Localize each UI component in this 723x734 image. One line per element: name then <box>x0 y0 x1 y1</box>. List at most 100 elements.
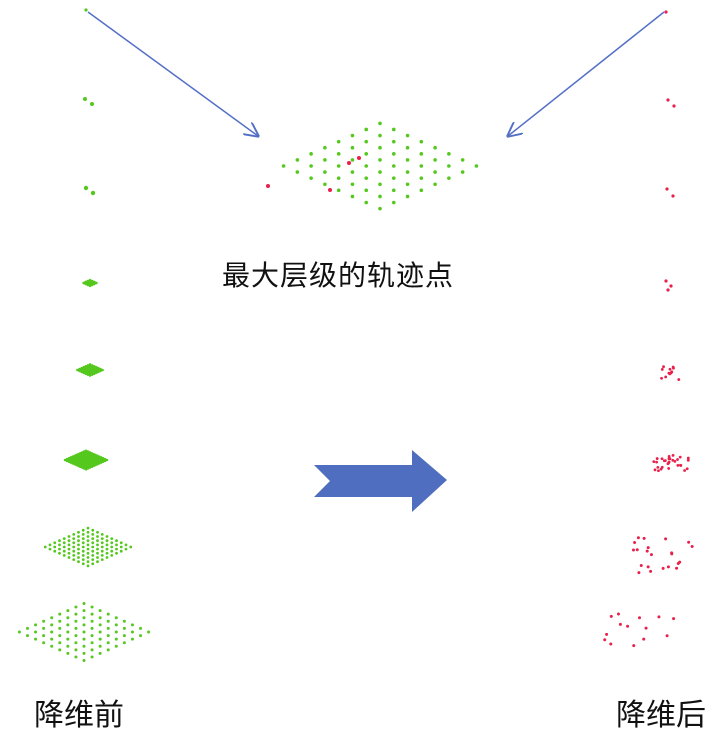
trajectory-point <box>67 543 71 547</box>
trajectory-point <box>668 367 672 371</box>
trajectory-point <box>84 370 88 374</box>
trajectory-point <box>667 467 671 470</box>
trajectory-point <box>646 546 650 550</box>
trajectory-point <box>72 545 76 549</box>
trajectory-point <box>115 551 118 555</box>
trajectory-point <box>671 458 675 462</box>
trajectory-point <box>419 152 424 156</box>
trajectory-point <box>91 533 95 536</box>
trajectory-point <box>378 194 382 199</box>
trajectory-point <box>86 539 90 543</box>
trajectory-point <box>645 549 649 553</box>
trajectory-point <box>62 549 66 553</box>
trajectory-point <box>106 634 110 638</box>
trajectory-point <box>677 378 681 381</box>
trajectory-point <box>58 634 62 638</box>
trajectory-point <box>378 145 382 150</box>
trajectory-point <box>336 139 341 144</box>
trajectory-point <box>90 612 94 616</box>
trajectory-point <box>86 547 90 551</box>
trajectory-point <box>81 537 85 540</box>
trajectory-point <box>364 164 369 168</box>
trajectory-point <box>98 616 102 620</box>
trajectory-point <box>91 558 95 561</box>
trajectory-point <box>281 164 286 168</box>
trajectory-point <box>656 465 660 469</box>
trajectory-point <box>90 648 94 652</box>
trajectory-point <box>96 551 99 555</box>
trajectory-point <box>53 545 57 549</box>
trajectory-point <box>119 549 123 553</box>
trajectory-point <box>664 375 668 379</box>
trajectory-point <box>78 369 81 373</box>
trajectory-point <box>82 281 86 285</box>
trajectory-point <box>67 551 71 555</box>
trajectory-point <box>91 549 95 553</box>
trajectory-point <box>665 187 669 191</box>
trajectory-point <box>105 535 109 538</box>
trajectory-point <box>105 556 109 559</box>
trajectory-point <box>309 176 313 180</box>
trajectory-point <box>364 188 369 193</box>
trajectory-point <box>82 367 86 371</box>
trajectory-point <box>676 463 680 467</box>
trajectory-point <box>74 612 78 616</box>
trajectory-point <box>632 644 636 648</box>
trajectory-point <box>34 637 38 641</box>
trajectory-point <box>347 161 351 165</box>
trajectory-point <box>94 281 98 285</box>
trajectory-point <box>649 553 653 557</box>
trajectory-point <box>96 530 99 534</box>
trajectory-point <box>82 644 86 648</box>
trajectory-point <box>405 158 410 162</box>
trajectory-point <box>690 545 694 549</box>
trajectory-point <box>364 176 369 180</box>
trajectory-point <box>90 371 94 375</box>
trajectory-point <box>77 543 80 547</box>
trajectory-point <box>110 541 114 545</box>
trajectory-point <box>655 460 658 464</box>
trajectory-point <box>58 539 61 543</box>
trajectory-point <box>66 630 70 634</box>
trajectory-point <box>62 537 66 540</box>
trajectory-point <box>378 182 382 187</box>
trajectory-point <box>58 626 62 630</box>
trajectory-point <box>86 371 90 375</box>
trajectory-point <box>671 194 675 198</box>
trajectory-point <box>74 655 78 659</box>
trajectory-point <box>98 630 102 634</box>
trajectory-point <box>130 630 134 634</box>
before-label: 降维前 <box>34 698 124 733</box>
block-arrow-icon <box>314 450 447 512</box>
trajectory-point <box>605 632 609 636</box>
trajectory-point <box>82 659 86 663</box>
trajectory-point <box>678 560 682 564</box>
trajectory-point <box>115 539 118 543</box>
trajectory-point <box>96 556 99 559</box>
trajectory-point <box>668 457 672 461</box>
trajectory-point <box>100 533 104 536</box>
trajectory-point <box>637 616 641 620</box>
trajectory-point <box>91 537 95 540</box>
trajectory-point <box>86 543 90 547</box>
trajectory-point <box>50 630 54 634</box>
trajectory-point <box>72 549 76 553</box>
trajectory-point <box>90 605 94 609</box>
before-layers-column <box>17 8 151 663</box>
trajectory-point <box>336 188 341 193</box>
trajectory-point <box>295 158 300 162</box>
trajectory-point <box>86 564 90 568</box>
trajectory-point <box>350 145 355 150</box>
trajectory-point <box>98 651 102 655</box>
trajectory-point <box>350 170 355 174</box>
trajectory-point <box>62 541 66 545</box>
trajectory-point <box>90 369 94 373</box>
trajectory-point <box>67 556 71 559</box>
trajectory-point <box>81 541 85 545</box>
trajectory-point <box>82 637 86 641</box>
trajectory-point <box>687 540 691 544</box>
trajectory-point <box>653 468 657 472</box>
trajectory-point <box>50 644 54 648</box>
trajectory-point <box>139 634 143 638</box>
trajectory-point <box>91 554 95 557</box>
